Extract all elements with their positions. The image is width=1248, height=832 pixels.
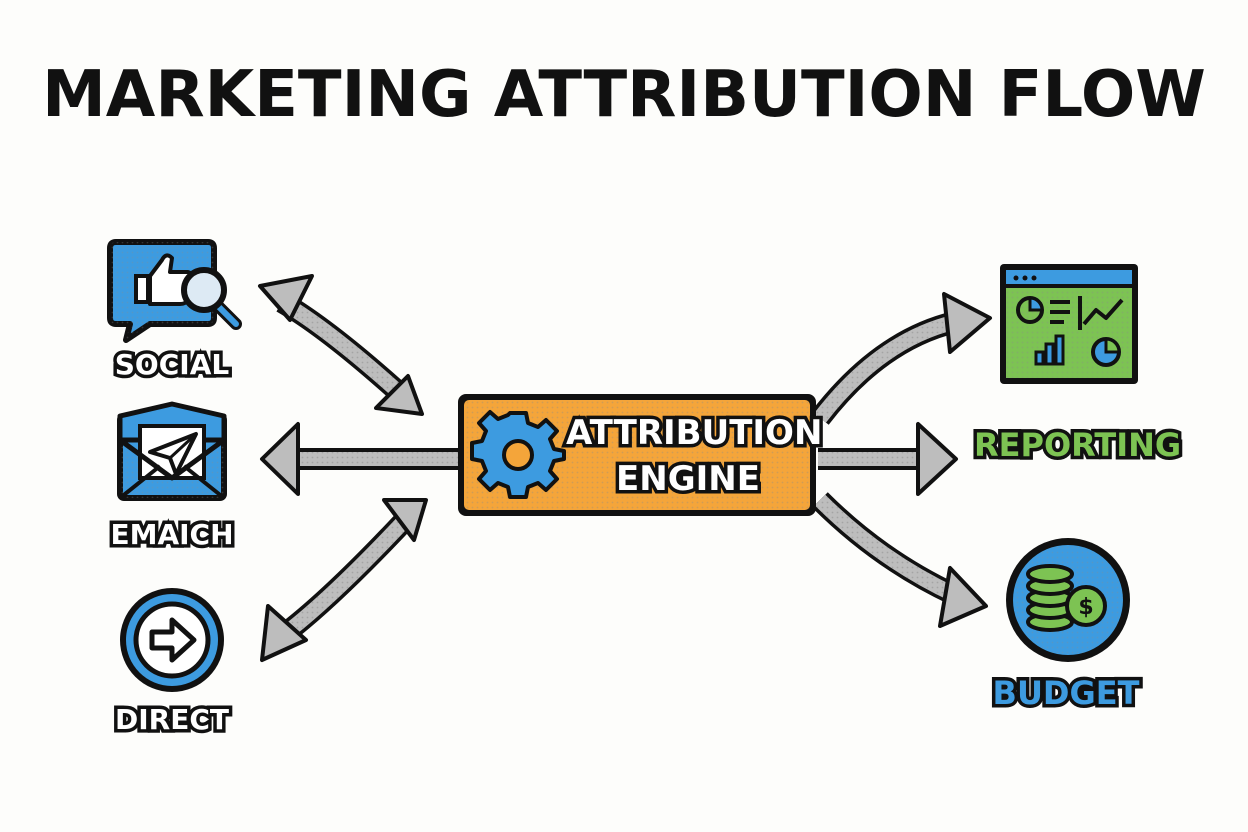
- engine-label: ATTRIBUTION ENGINE: [563, 410, 826, 503]
- arrow-engine-email: [260, 422, 458, 496]
- output-label-reporting: REPORTING: [971, 423, 1185, 468]
- output-label-budget: BUDGET: [989, 671, 1143, 716]
- source-label-email: EMAICH: [107, 515, 237, 555]
- social-chat-like-search-icon: [107, 239, 242, 343]
- magnifier-icon: [181, 267, 242, 330]
- attribution-engine-box: [458, 394, 816, 516]
- arrow-direct-engine: [260, 498, 428, 662]
- arrow-engine-reporting-straight: [818, 422, 958, 496]
- email-envelope-icon: [117, 401, 227, 501]
- engine-label-line2: ENGINE: [613, 456, 764, 503]
- gear-icon: [470, 410, 566, 499]
- reporting-dashboard-icon: [1000, 264, 1138, 384]
- arrow-engine-reporting: [811, 292, 992, 425]
- source-label-direct: DIRECT: [112, 700, 233, 740]
- arrow-social-engine: [258, 274, 424, 416]
- budget-coins-icon: $: [1006, 538, 1130, 662]
- direct-arrow-icon: [120, 588, 224, 692]
- arrow-engine-budget: [812, 492, 988, 628]
- source-label-social: SOCIAL: [111, 345, 232, 385]
- engine-label-line1: ATTRIBUTION: [563, 410, 826, 457]
- svg-text:$: $: [1078, 595, 1093, 620]
- diagram-title: MARKETING ATTRIBUTION FLOW: [42, 58, 1206, 132]
